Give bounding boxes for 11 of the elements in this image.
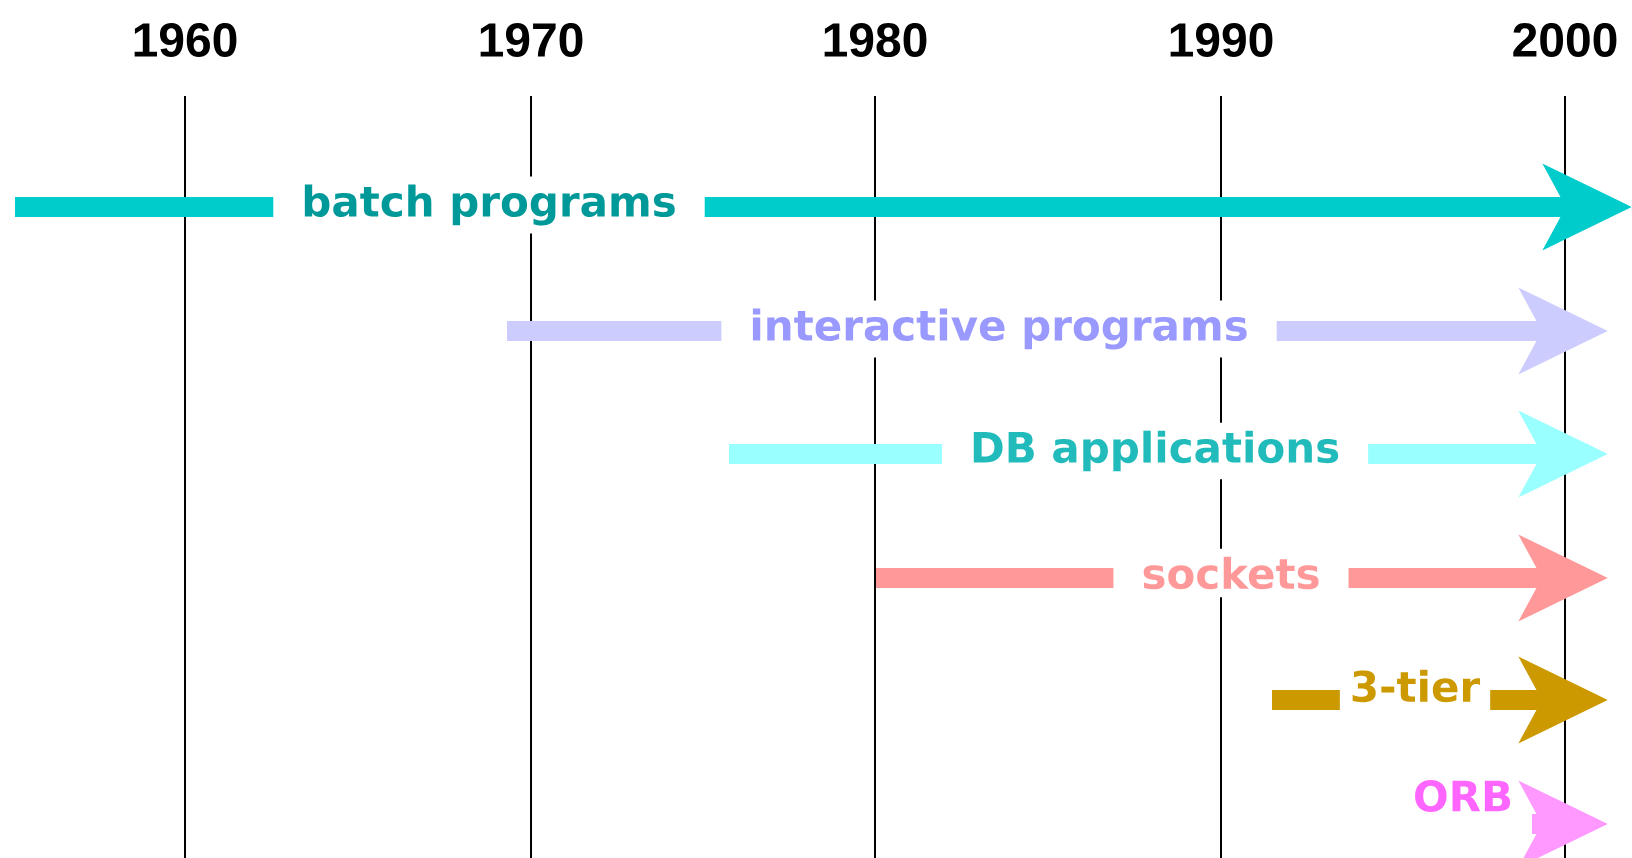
year-label: 1980 bbox=[824, 23, 927, 57]
year-label: 1970 bbox=[480, 23, 583, 57]
arrow-label: 3-tier bbox=[1339, 653, 1491, 719]
arrow-label: ORB bbox=[1415, 780, 1511, 812]
year-label: 1990 bbox=[1170, 23, 1273, 57]
arrow-label: DB applications bbox=[941, 422, 1369, 480]
arrow-label: batch programs bbox=[273, 176, 705, 234]
year-label: 1960 bbox=[134, 23, 237, 57]
arrow-label: interactive programs bbox=[721, 300, 1277, 358]
year-label: 2000 bbox=[1513, 23, 1617, 57]
arrow-label: sockets bbox=[1113, 548, 1349, 598]
